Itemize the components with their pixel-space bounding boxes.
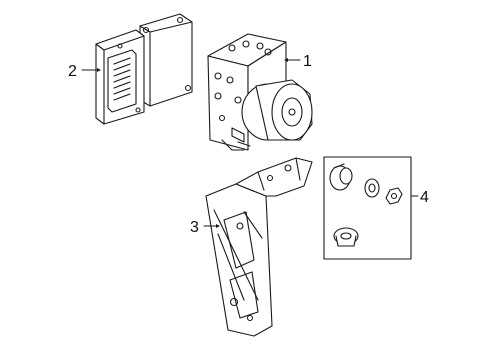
leader-arrow-1: [284, 58, 288, 62]
hydraulic-modulator-part[interactable]: [207, 33, 313, 151]
leader-arrow-2: [97, 68, 101, 72]
control-module-part[interactable]: [95, 13, 193, 125]
insulator-kit-part[interactable]: [323, 156, 412, 260]
callout-2[interactable]: 2: [68, 63, 77, 80]
callout-1[interactable]: 1: [303, 53, 312, 70]
kit-frame: [323, 156, 412, 260]
mounting-bracket-part[interactable]: [205, 157, 313, 337]
callout-4[interactable]: 4: [420, 189, 429, 206]
leader-arrow-3: [216, 224, 220, 228]
callout-3[interactable]: 3: [190, 219, 199, 236]
